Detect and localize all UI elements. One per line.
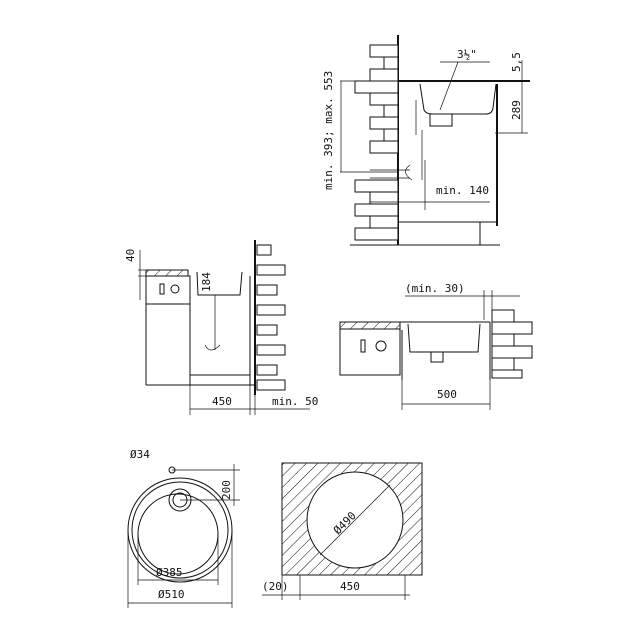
brick-wall <box>491 309 533 379</box>
side-view-top: min. 393; max. 553 3½" 5,5 289 min. 140 <box>322 35 530 246</box>
min-30-label: (min. 30) <box>405 282 465 295</box>
cabinet-label: 450 <box>340 580 360 593</box>
tap-hole-label: Ø34 <box>130 448 150 461</box>
wall-gap-label: min. 50 <box>272 395 318 408</box>
min-offset-label: min. 140 <box>436 184 489 197</box>
height-range-label: min. 393; max. 553 <box>322 71 335 190</box>
front-view-left: 184 40 450 min. 50 <box>124 240 318 415</box>
depth-label: 289 <box>510 100 523 120</box>
outer-diameter-label: Ø510 <box>158 588 185 601</box>
margin-label: (20) <box>262 580 289 593</box>
front-view-right: (min. 30) 500 <box>339 282 533 410</box>
brick-wall <box>354 44 399 241</box>
brick-wall <box>256 244 286 391</box>
width-500-label: 500 <box>437 388 457 401</box>
bowl-diameter-label: Ø385 <box>156 566 183 579</box>
rim-label: 5,5 <box>510 52 523 72</box>
top-view-round-sink: Ø34 200 Ø385 Ø510 <box>127 448 240 608</box>
cutout-view: Ø490 (20) 450 <box>262 462 423 600</box>
cabinet-width-label: 450 <box>212 395 232 408</box>
bowl-depth-label: 184 <box>200 272 213 292</box>
counter-label: 40 <box>124 249 137 262</box>
pipe-size-label: 3½" <box>457 48 477 61</box>
offset-label: 200 <box>220 480 233 500</box>
